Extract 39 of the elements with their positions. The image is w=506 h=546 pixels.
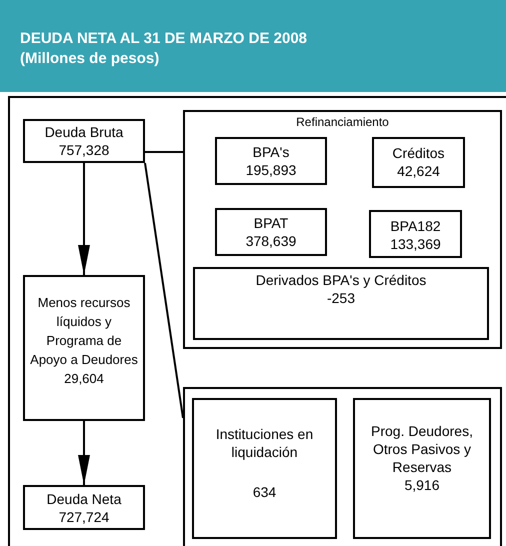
node-text: Derivados BPA's y Créditos bbox=[254, 271, 428, 289]
group-box bbox=[183, 110, 502, 349]
node-text: 42,624 bbox=[396, 162, 441, 180]
node-text: Menos recursos líquidos y Programa de Apoyo a Deudores bbox=[29, 294, 139, 369]
process-box bbox=[215, 137, 327, 185]
node-text: 29,604 bbox=[63, 370, 105, 388]
arrow bbox=[78, 421, 90, 485]
node-text: 5,916 bbox=[403, 476, 441, 494]
node-text: 727,724 bbox=[58, 508, 110, 526]
process-box bbox=[23, 119, 145, 163]
node-text: BPAT bbox=[252, 214, 290, 232]
process-box bbox=[215, 208, 327, 256]
process-box bbox=[193, 267, 489, 340]
arrow bbox=[78, 163, 90, 275]
group-box bbox=[183, 387, 502, 546]
node-text: -253 bbox=[326, 289, 356, 307]
process-box bbox=[23, 485, 145, 530]
subtitle: (Millones de pesos) bbox=[20, 50, 160, 67]
connector-line bbox=[144, 162, 184, 418]
node-text: 634 bbox=[252, 483, 278, 501]
node-text: Deuda Neta bbox=[46, 490, 122, 508]
node-text: BPA's bbox=[252, 143, 290, 161]
node-text: BPA182 bbox=[389, 217, 442, 235]
group-heading: Refinanciamiento bbox=[295, 114, 390, 131]
process-box bbox=[372, 137, 465, 188]
connector-line bbox=[145, 151, 183, 153]
process-box bbox=[369, 210, 462, 258]
process-box bbox=[192, 398, 337, 539]
node-text: 133,369 bbox=[389, 235, 442, 253]
process-box bbox=[353, 398, 491, 539]
node-text: 757,328 bbox=[58, 141, 110, 159]
title: DEUDA NETA AL 31 DE MARZO DE 2008 bbox=[20, 30, 307, 47]
node-text: 195,893 bbox=[244, 161, 298, 179]
node-text: Créditos bbox=[391, 144, 446, 162]
node-text: Deuda Bruta bbox=[44, 123, 124, 141]
process-box bbox=[23, 275, 145, 421]
node-text: Instituciones en liquidación bbox=[214, 425, 314, 461]
node-text: 378,639 bbox=[244, 232, 298, 250]
node-text: Prog. Deudores, Otros Pasivos y Reservas bbox=[370, 422, 474, 476]
